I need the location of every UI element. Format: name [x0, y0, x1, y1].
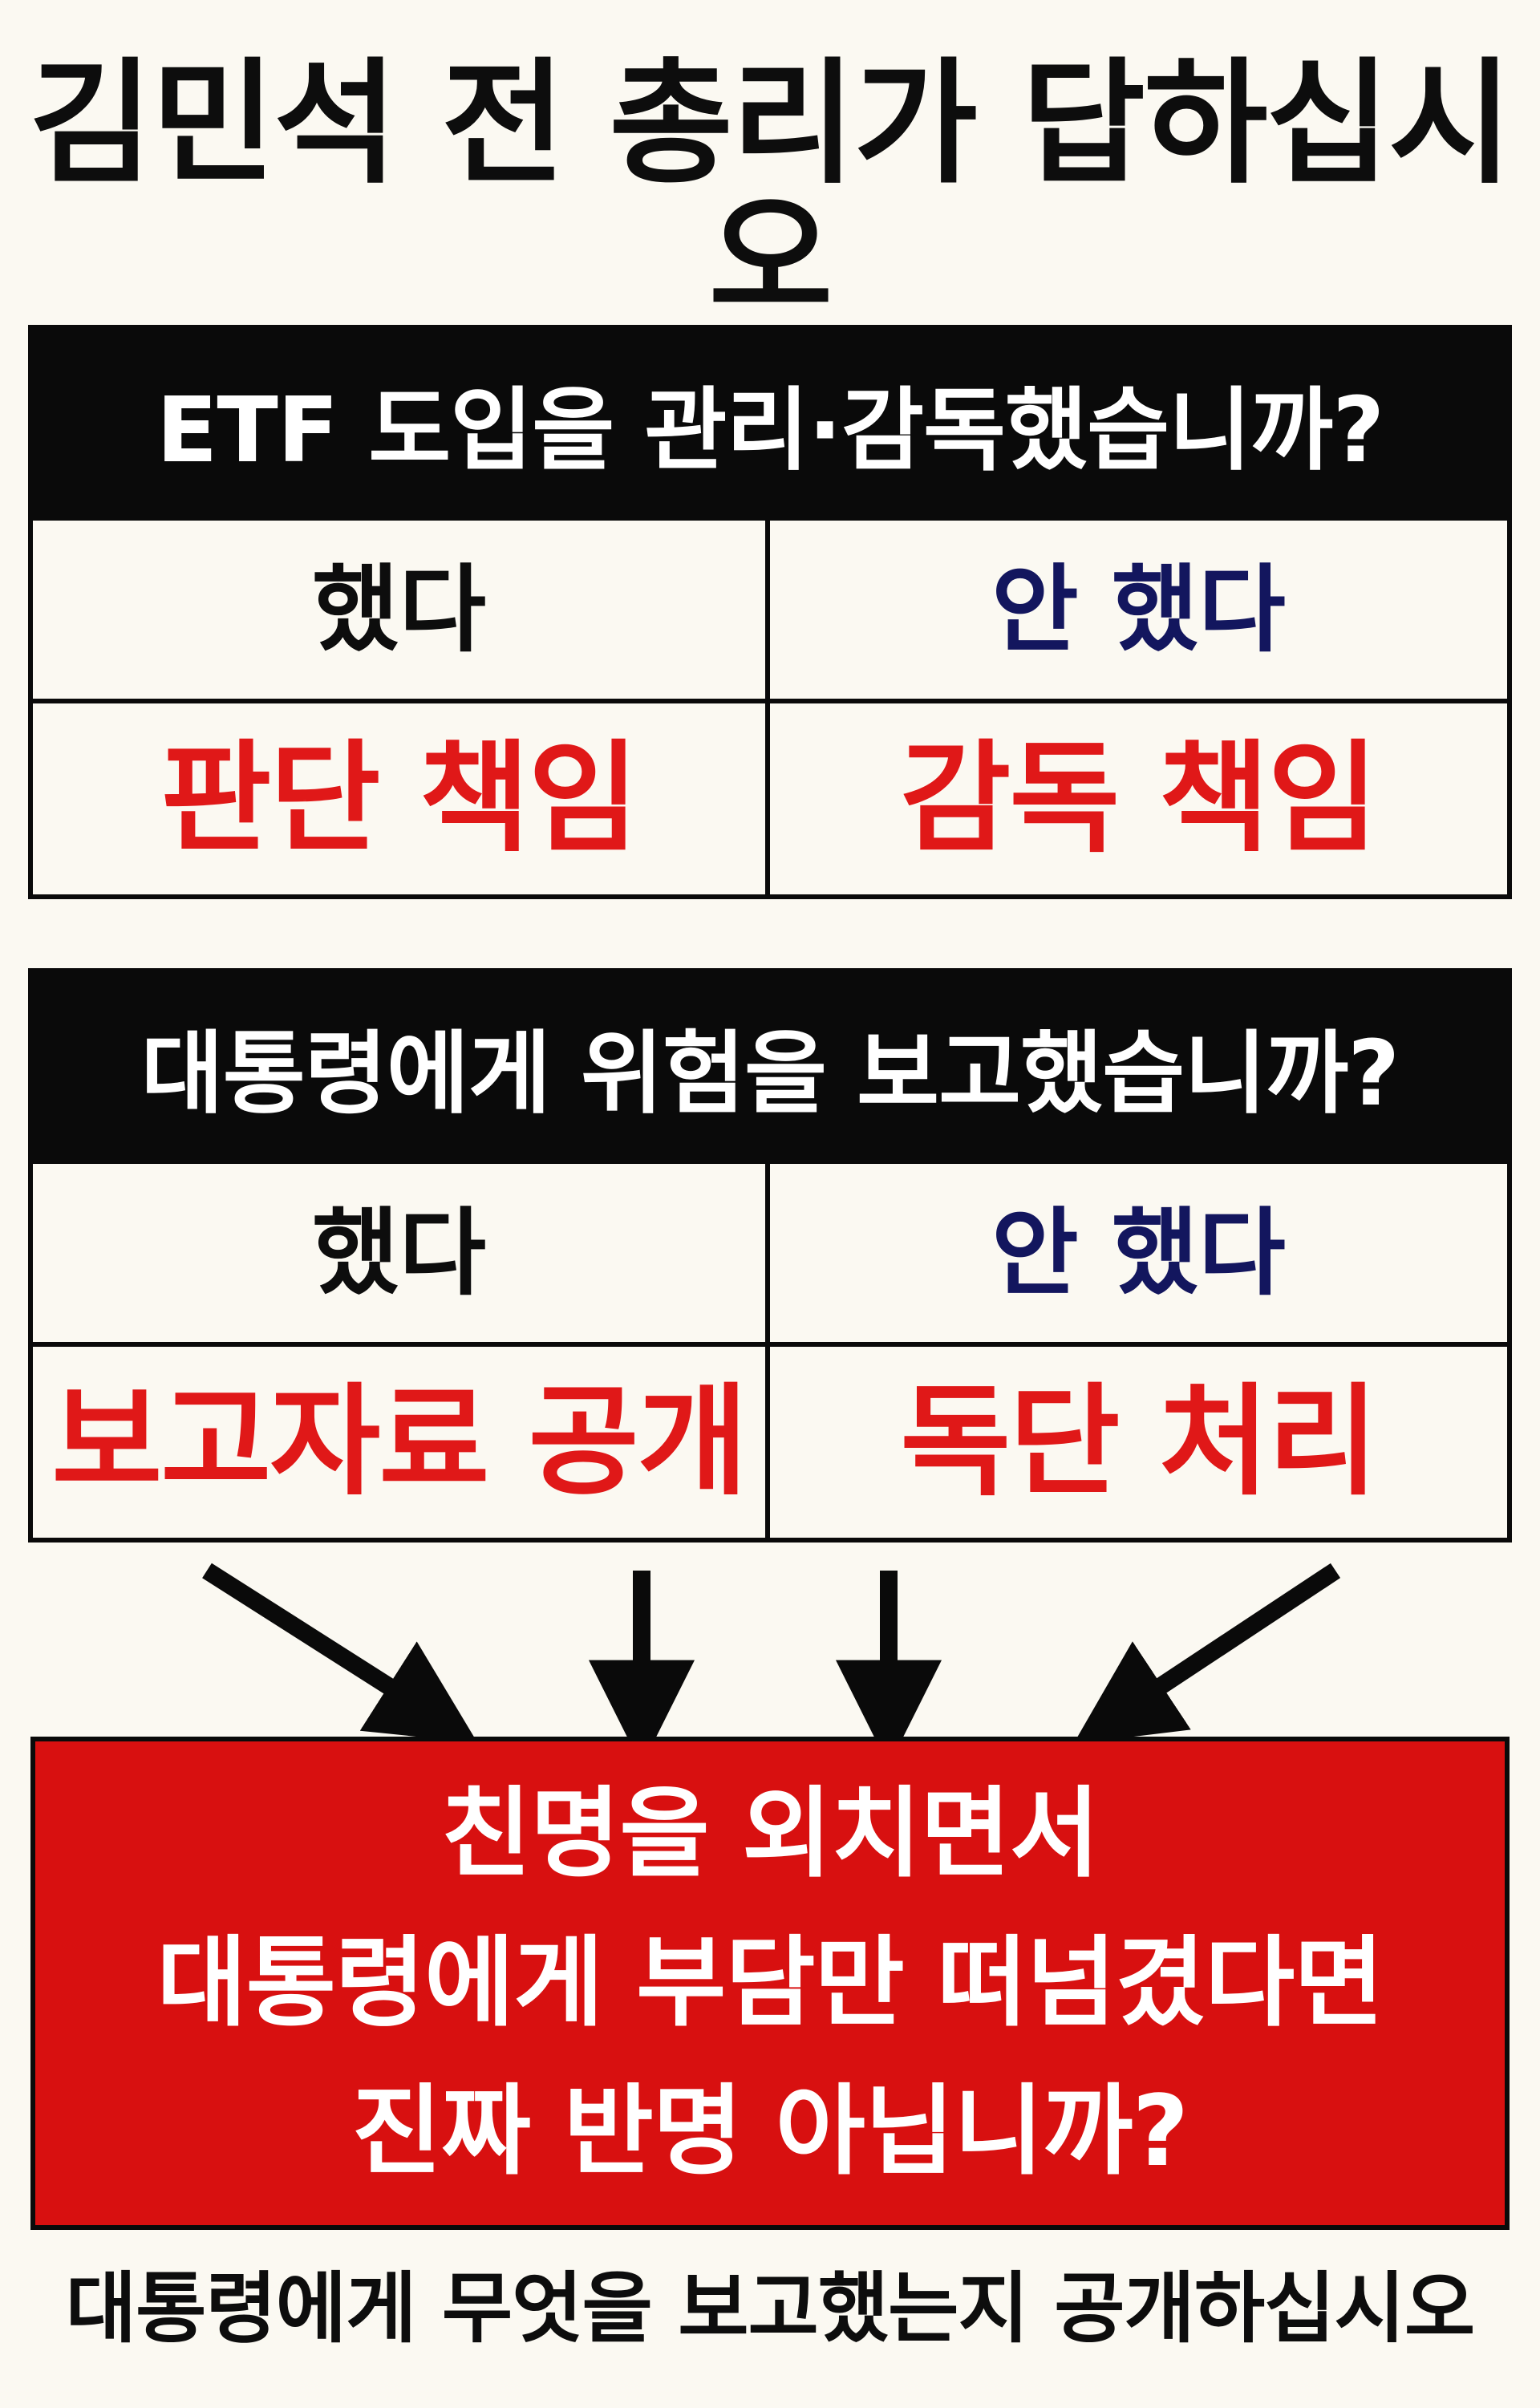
conclusion-line: 진짜 반명 아닙니까? — [351, 2074, 1189, 2189]
conclusion-box: 친명을 외치면서 대통령에게 부담만 떠넘겼다면 진짜 반명 아닙니까? — [30, 1737, 1510, 2230]
question-banner-etf: ETF 도입을 관리·감독했습니까? — [28, 325, 1512, 521]
answer-yes: 했다 — [33, 1164, 770, 1347]
answer-no: 안 했다 — [770, 521, 1507, 703]
consequence-unilateral-handling: 독단 처리 — [900, 1372, 1378, 1512]
arrow-down-right-icon — [202, 1563, 478, 1743]
conclusion-line: 대통령에게 부담만 떠넘겼다면 — [156, 1925, 1384, 2040]
question-banner-report: 대통령에게 위험을 보고했습니까? — [28, 968, 1512, 1164]
consequence-supervision-responsibility: 감독 책임 — [900, 729, 1378, 869]
footer-demand: 대통령에게 무엇을 보고했는지 공개하십시오 — [65, 2264, 1475, 2353]
poster-title: 김민석 전 총리가 답하십시오 — [29, 45, 1513, 337]
answer-grid-report: 했다 안 했다 보고자료 공개 독단 처리 — [28, 1164, 1512, 1542]
conclusion-line: 친명을 외치면서 — [440, 1777, 1100, 1891]
answer-yes: 했다 — [33, 521, 770, 703]
arrow-down-left-icon — [1073, 1563, 1341, 1745]
consequence-judgment-responsibility: 판단 책임 — [33, 703, 770, 894]
answer-grid-etf: 했다 안 했다 판단 책임 감독 책임 — [28, 521, 1512, 899]
consequence-disclose-report: 보고자료 공개 — [33, 1347, 770, 1538]
answer-no: 안 했다 — [770, 1164, 1507, 1347]
